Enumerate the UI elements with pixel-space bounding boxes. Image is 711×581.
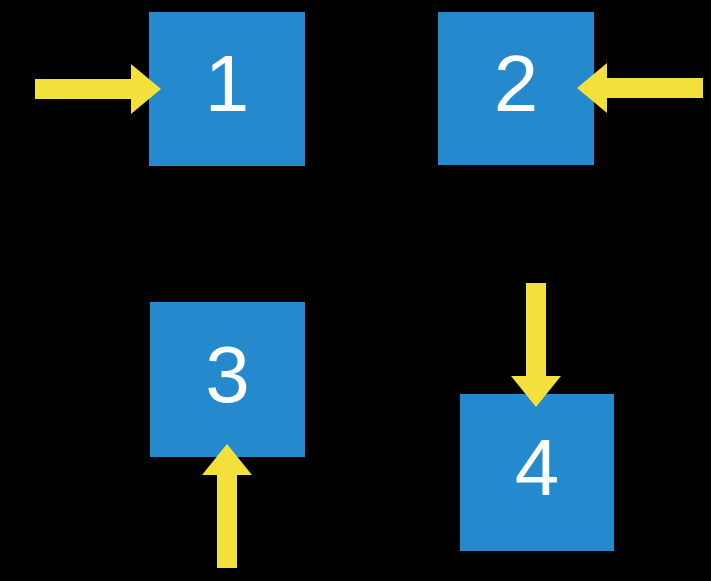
square-3: 3 — [150, 302, 305, 457]
arrow-up-icon — [202, 444, 252, 568]
square-3-label: 3 — [205, 329, 250, 419]
arrow-left-icon — [577, 63, 703, 113]
square-2-label: 2 — [493, 38, 539, 128]
square-1: 1 — [149, 12, 305, 166]
square-2: 2 — [438, 12, 594, 165]
arrow-down-icon — [511, 283, 561, 407]
square-4-label: 4 — [514, 422, 560, 512]
arrow-right-icon — [35, 64, 161, 114]
square-1-label: 1 — [204, 39, 250, 128]
square-4: 4 — [460, 394, 614, 551]
